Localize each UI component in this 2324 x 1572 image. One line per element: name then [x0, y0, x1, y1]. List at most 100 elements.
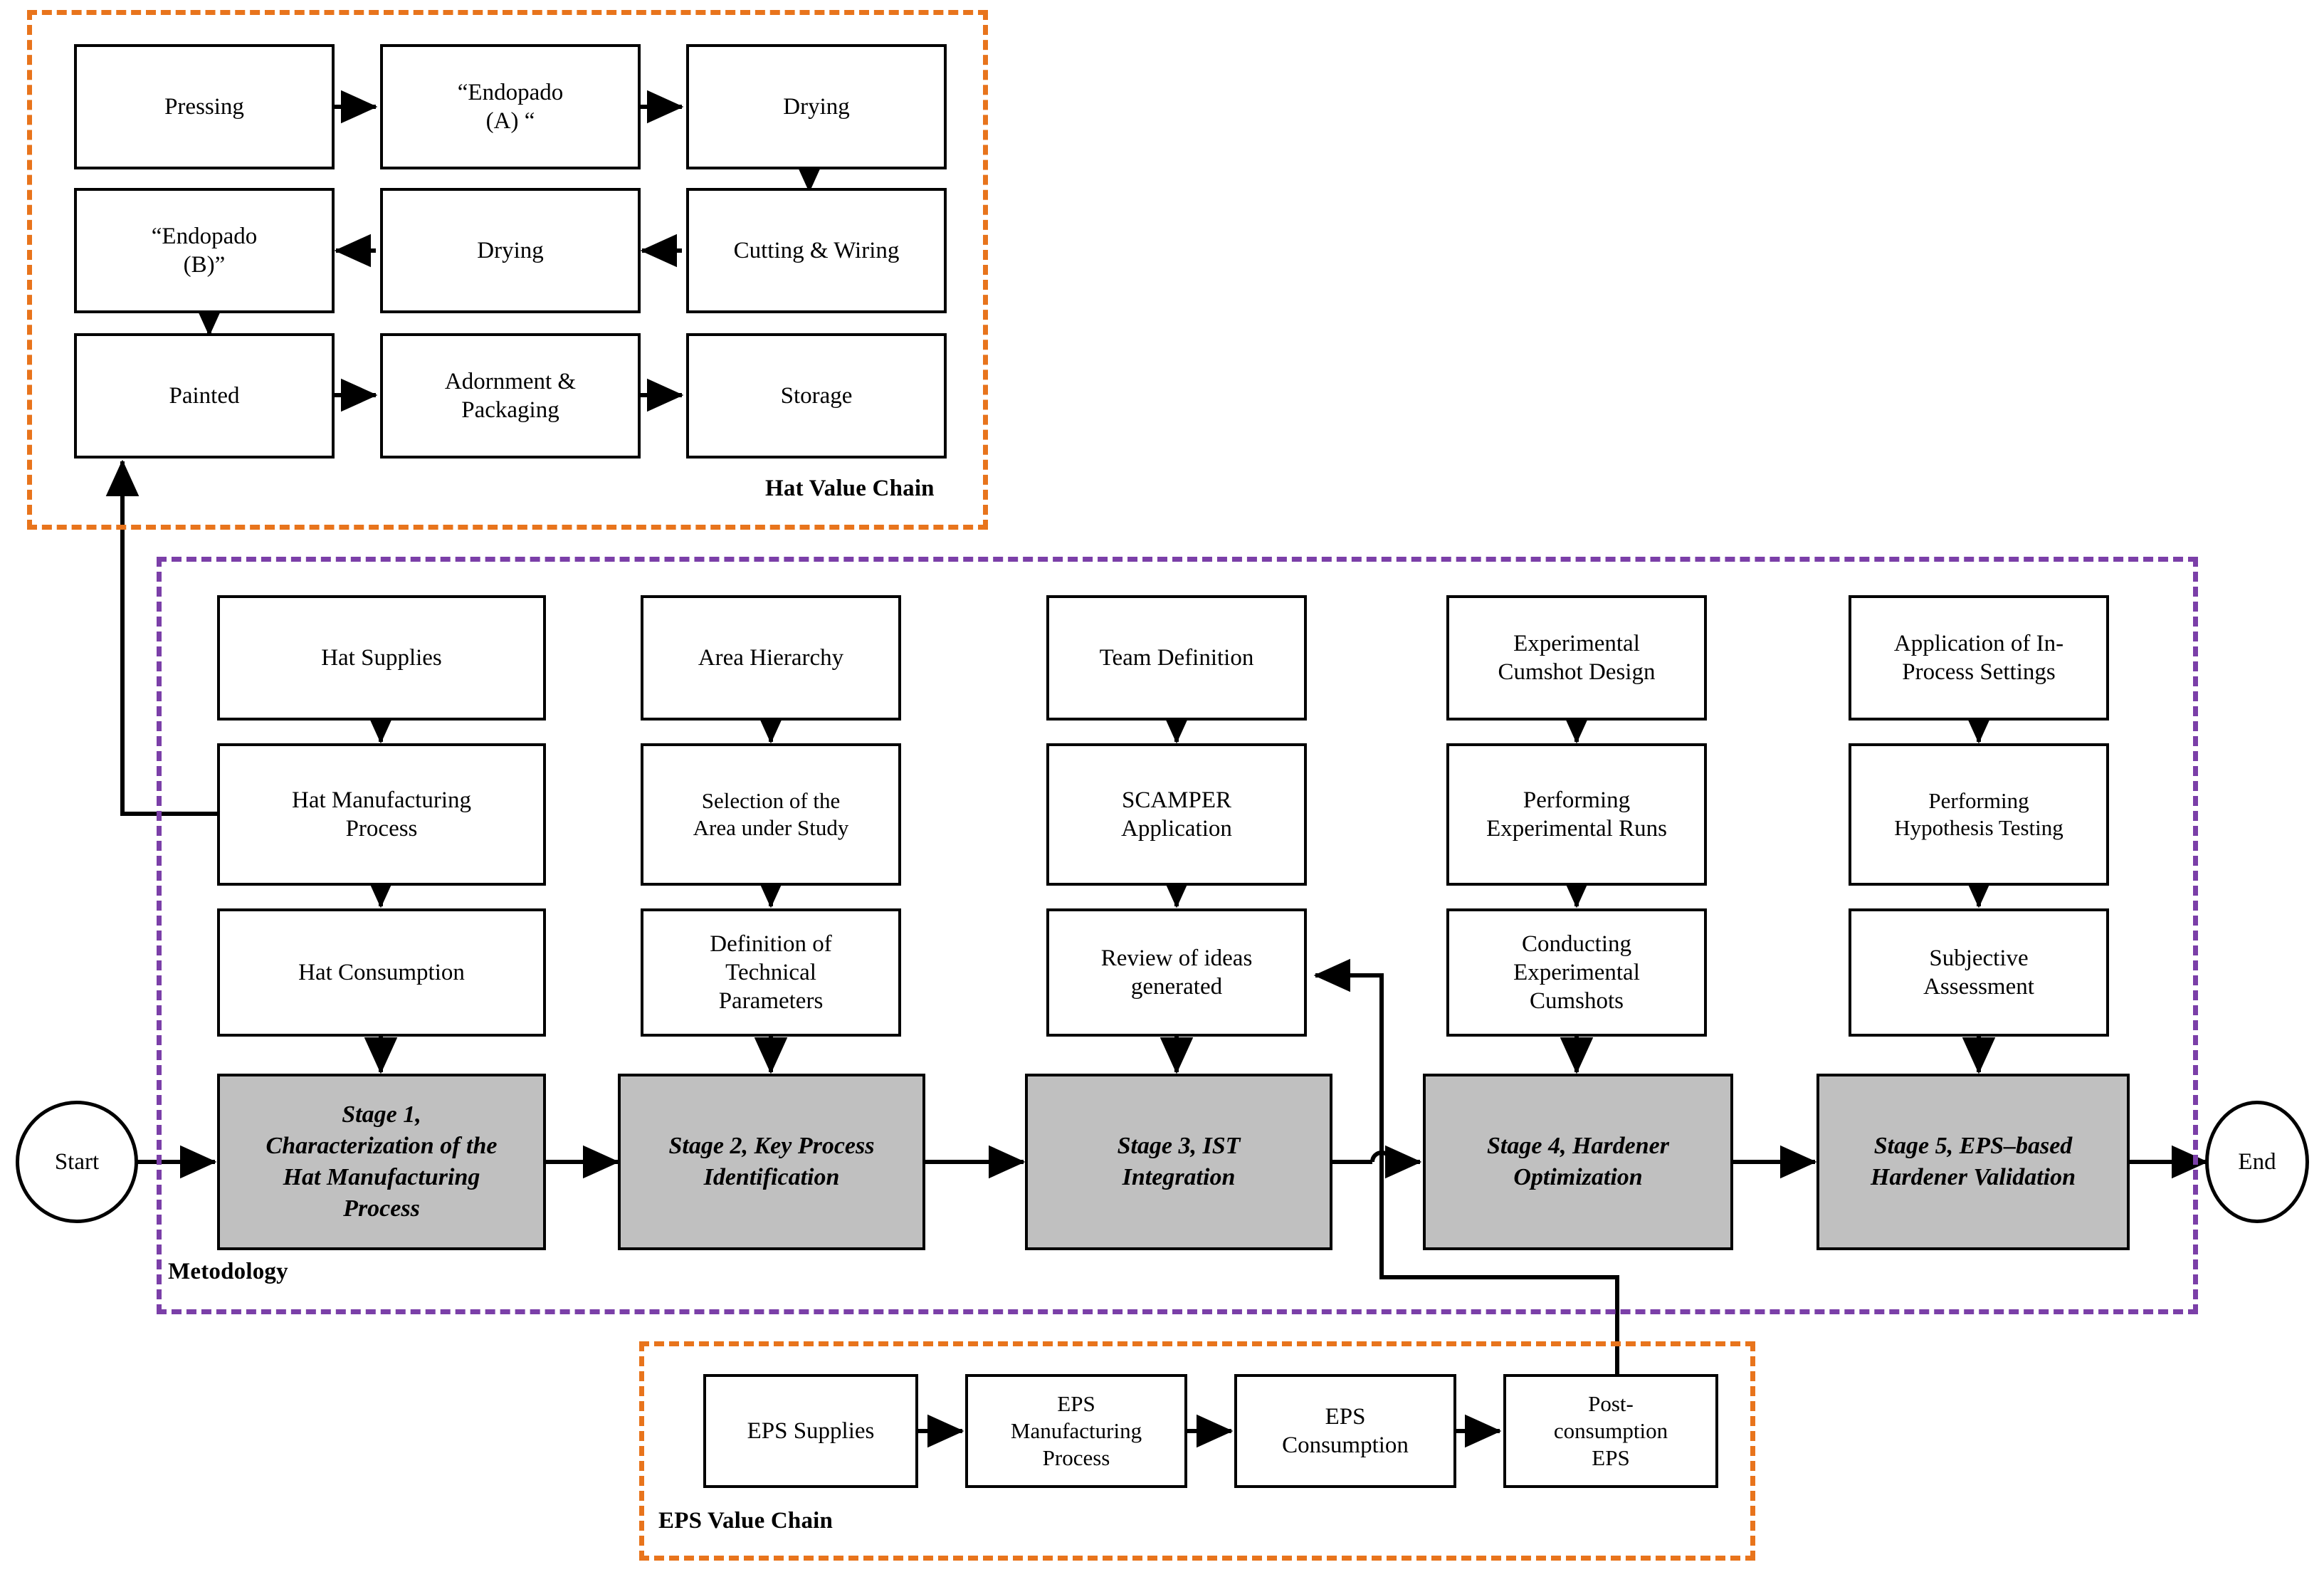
node-label-line-1: Definition of	[710, 931, 832, 957]
node-label-line-2: Packaging	[461, 397, 559, 423]
node-performing-experimental-runs[interactable]: Performing Experimental Runs	[1446, 743, 1707, 886]
metodology-group	[157, 557, 2198, 1314]
node-label-line-2: Assessment	[1923, 974, 2034, 1000]
node-team-definition[interactable]: Team Definition	[1046, 595, 1307, 720]
node-label-line-2: Technical	[725, 959, 816, 985]
node-label-line-1: “Endopado	[151, 223, 258, 249]
node-label-line-1: Review of ideas	[1100, 945, 1253, 971]
stage-label-line-1: Stage 5, EPS–based	[1873, 1132, 2073, 1159]
stage-label-line-3: Hat Manufacturing	[283, 1164, 480, 1190]
node-label-line-1: “Endopado	[457, 79, 564, 105]
stage-label-line-1: Stage 1,	[342, 1101, 421, 1128]
node-label-line-1: Application of In-	[1893, 630, 2064, 656]
stage-label-line-2: Integration	[1122, 1164, 1236, 1190]
node-hat-manufacturing-process[interactable]: Hat Manufacturing Process	[217, 743, 546, 886]
node-cutting-and-wiring[interactable]: Cutting & Wiring	[686, 188, 947, 313]
stage-label-line-1: Stage 4, Hardener	[1487, 1132, 1669, 1159]
node-hat-consumption[interactable]: Hat Consumption	[217, 908, 546, 1037]
node-label-line-2: Experimental	[1513, 959, 1640, 985]
node-eps-consumption[interactable]: EPS Consumption	[1234, 1374, 1456, 1488]
arrow-post-eps-to-review-of-ideas	[1313, 958, 1619, 1394]
node-label-line-2: Process	[345, 816, 418, 842]
node-label: EPS Supplies	[747, 1418, 875, 1444]
node-selection-of-area-under-study[interactable]: Selection of the Area under Study	[641, 743, 901, 886]
node-label-line-2: Consumption	[1282, 1432, 1409, 1458]
node-label-line-1: Subjective	[1929, 945, 2029, 971]
node-label-line-3: Cumshots	[1529, 988, 1624, 1015]
node-stage-1[interactable]: Stage 1, Characterization of the Hat Man…	[217, 1074, 546, 1250]
node-stage-2[interactable]: Stage 2, Key Process Identification	[618, 1074, 925, 1250]
node-pressing[interactable]: Pressing	[74, 44, 335, 169]
node-hat-supplies[interactable]: Hat Supplies	[217, 595, 546, 720]
terminal-start-label: Start	[54, 1148, 100, 1175]
node-application-of-in-process-settings[interactable]: Application of In- Process Settings	[1849, 595, 2109, 720]
node-label-line-1: Experimental	[1513, 630, 1640, 656]
node-label: Pressing	[164, 93, 244, 120]
node-label: Drying	[477, 237, 544, 263]
node-stage-3[interactable]: Stage 3, IST Integration	[1025, 1074, 1332, 1250]
node-performing-hypothesis-testing[interactable]: Performing Hypothesis Testing	[1849, 743, 2109, 886]
stage-label-line-2: Hardener Validation	[1870, 1164, 2076, 1190]
node-label-line-1: Selection of the	[701, 788, 841, 814]
node-label-line-2: consumption	[1553, 1418, 1668, 1444]
node-eps-supplies[interactable]: EPS Supplies	[703, 1374, 918, 1488]
node-label: Storage	[780, 382, 853, 409]
node-stage-5[interactable]: Stage 5, EPS–based Hardener Validation	[1816, 1074, 2130, 1250]
terminal-end-label: End	[2238, 1148, 2276, 1175]
node-label-line-1: Conducting	[1522, 931, 1631, 957]
terminal-end[interactable]: End	[2205, 1101, 2309, 1223]
node-drying-2[interactable]: Drying	[380, 188, 641, 313]
node-conducting-experimental-cumshots[interactable]: Conducting Experimental Cumshots	[1446, 908, 1707, 1037]
node-label-line-3: EPS	[1592, 1445, 1630, 1470]
node-endopado-b[interactable]: “Endopado (B)”	[74, 188, 335, 313]
node-endopado-a[interactable]: “Endopado (A) “	[380, 44, 641, 169]
eps-value-chain-group	[639, 1341, 1755, 1561]
node-label: Hat Supplies	[321, 644, 442, 671]
node-drying-1[interactable]: Drying	[686, 44, 947, 169]
node-label-line-1: Adornment &	[444, 368, 577, 394]
hat-value-chain-label: Hat Value Chain	[765, 476, 935, 501]
eps-value-chain-label: EPS Value Chain	[658, 1508, 834, 1534]
node-label: Hat Consumption	[298, 959, 465, 985]
node-label-line-2: Cumshot Design	[1498, 659, 1656, 685]
terminal-start[interactable]: Start	[16, 1101, 138, 1223]
node-label-line-2: Application	[1121, 816, 1232, 842]
metodology-label: Metodology	[168, 1259, 288, 1284]
node-label-line-1: SCAMPER	[1121, 787, 1232, 813]
node-adornment-and-packaging[interactable]: Adornment & Packaging	[380, 333, 641, 459]
node-label-line-1: Hat Manufacturing	[292, 787, 471, 813]
node-area-hierarchy[interactable]: Area Hierarchy	[641, 595, 901, 720]
node-definition-of-technical-parameters[interactable]: Definition of Technical Parameters	[641, 908, 901, 1037]
node-label-line-1: EPS	[1325, 1403, 1366, 1430]
node-label-line-2: (B)”	[183, 252, 226, 278]
stage-label-line-2: Characterization of the	[265, 1132, 498, 1159]
node-storage[interactable]: Storage	[686, 333, 947, 459]
node-label: Area Hierarchy	[698, 644, 844, 671]
node-label: Team Definition	[1099, 644, 1254, 671]
node-label-line-2: Hypothesis Testing	[1894, 815, 2063, 840]
node-eps-manufacturing-process[interactable]: EPS Manufacturing Process	[965, 1374, 1187, 1488]
node-label: Drying	[783, 93, 850, 120]
hat-value-chain-group	[27, 10, 988, 530]
node-label-line-3: Parameters	[718, 988, 824, 1015]
node-painted[interactable]: Painted	[74, 333, 335, 459]
node-label: Painted	[169, 382, 240, 409]
node-label-line-3: Process	[1042, 1445, 1110, 1470]
node-stage-4[interactable]: Stage 4, Hardener Optimization	[1423, 1074, 1733, 1250]
node-label-line-1: EPS	[1057, 1391, 1095, 1417]
node-label-line-2: (A) “	[485, 108, 535, 134]
node-post-consumption-eps[interactable]: Post- consumption EPS	[1503, 1374, 1718, 1488]
stage-label-line-2: Optimization	[1513, 1164, 1643, 1190]
node-review-of-ideas-generated[interactable]: Review of ideas generated	[1046, 908, 1307, 1037]
node-scamper-application[interactable]: SCAMPER Application	[1046, 743, 1307, 886]
node-label-line-2: generated	[1130, 974, 1223, 1000]
node-experimental-cumshot-design[interactable]: Experimental Cumshot Design	[1446, 595, 1707, 720]
node-label-line-2: Process Settings	[1902, 659, 2056, 685]
node-label-line-1: Performing	[1928, 788, 2029, 814]
stage-label-line-1: Stage 3, IST	[1117, 1132, 1241, 1159]
node-label-line-1: Post-	[1588, 1391, 1634, 1417]
node-label: Cutting & Wiring	[733, 237, 900, 263]
node-subjective-assessment[interactable]: Subjective Assessment	[1849, 908, 2109, 1037]
